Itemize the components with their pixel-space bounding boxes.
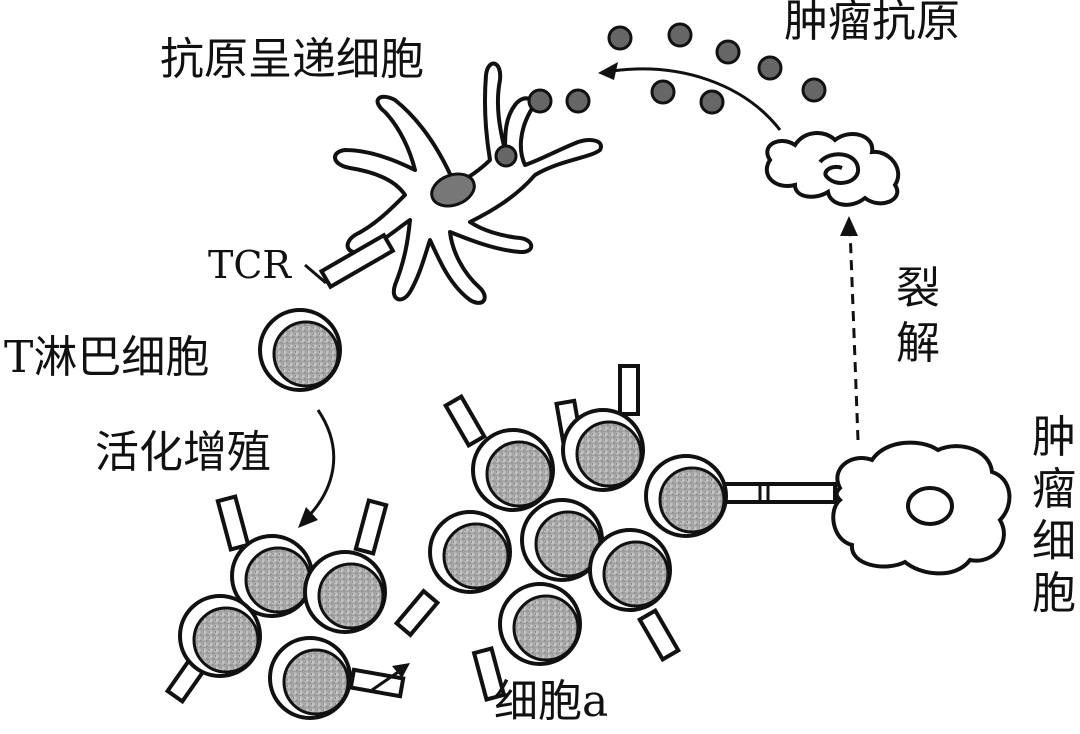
- antigen-dots-near-apc: [529, 90, 589, 112]
- label-antigen-presenting-cell: 抗原呈递细胞: [160, 34, 424, 85]
- label-cell-a: 细胞a: [494, 676, 608, 727]
- tumor-cell: [833, 443, 1009, 574]
- label-tcr: TCR: [208, 243, 292, 287]
- lysis-arrow: [840, 216, 858, 440]
- antigen-uptake-arrow: [598, 62, 780, 130]
- label-tumor-cell-char-2: 瘤: [1032, 464, 1076, 515]
- cell-a-cluster: [397, 366, 835, 700]
- label-tumor-cell-char-3: 细: [1032, 516, 1076, 567]
- presented-antigen-dot: [496, 146, 516, 166]
- label-lysis-char-2: 解: [896, 318, 940, 369]
- antigen-presenting-cell: [335, 64, 601, 303]
- label-tumor-antigen: 肿瘤抗原: [784, 0, 960, 47]
- lysed-tumor-fragment: [767, 133, 898, 205]
- tumor-cell-nucleus: [908, 488, 952, 524]
- left-tcell-cluster: [168, 497, 404, 718]
- label-tumor-cell-char-4: 胞: [1032, 568, 1076, 619]
- label-t-lymphocyte: T淋巴细胞: [4, 332, 209, 383]
- activation-arrow: [298, 410, 334, 528]
- label-lysis-char-1: 裂: [896, 263, 940, 314]
- label-activation-proliferation: 活化增殖: [95, 427, 271, 478]
- label-tumor-cell-char-1: 肿: [1032, 412, 1076, 463]
